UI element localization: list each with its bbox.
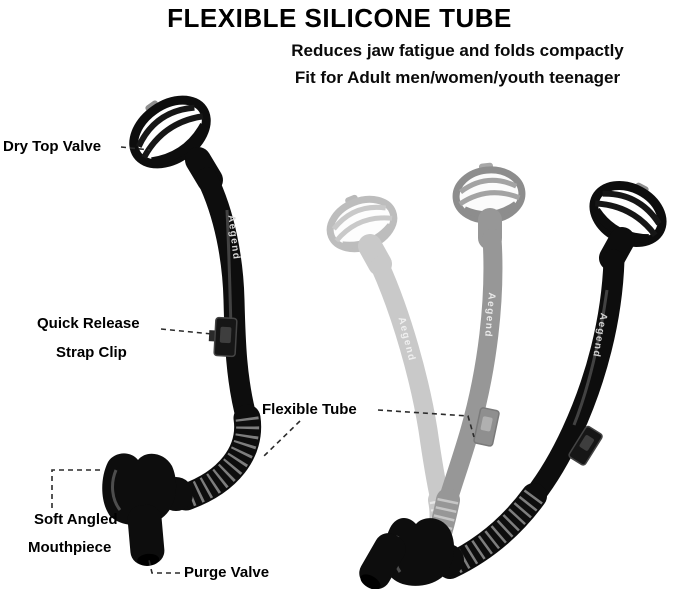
label-dry-top-valve: Dry Top Valve (3, 138, 102, 155)
purge-valve (127, 504, 165, 566)
connector-dry-top-valve (120, 146, 151, 151)
soft-angled-mouthpiece (102, 453, 177, 526)
connector-flexible-tube-left (263, 420, 301, 457)
subtitle-line-1: Reduces jaw fatigue and folds compactly (291, 41, 624, 60)
label-strap-clip: Strap Clip (56, 344, 127, 361)
callout-connectors (51, 146, 475, 574)
connector-quick-release (160, 328, 213, 335)
label-purge-valve: Purge Valve (184, 564, 270, 581)
label-soft-angled: Soft Angled (34, 511, 118, 528)
ghost-snorkel-medium: Aegend (422, 162, 526, 562)
ghost-strap-clip (473, 407, 500, 447)
subtitle: Reduces jaw fatigue and folds compactly … (245, 37, 670, 91)
left-snorkel: Aegend (102, 95, 262, 566)
label-quick-release: Quick Release (37, 315, 140, 332)
right-purge-valve (359, 533, 406, 589)
connector-flexible-tube-right (377, 409, 475, 438)
quick-release-strap-clip (208, 316, 238, 358)
silicone-tube (196, 167, 258, 431)
subtitle-line-2: Fit for Adult men/women/youth teenager (294, 68, 621, 87)
connector-mouthpiece (51, 469, 100, 508)
page-title: FLEXIBLE SILICONE TUBE (167, 3, 512, 33)
right-strap-clip (568, 425, 603, 466)
brand-logo-ghost2: Aegend (482, 292, 497, 338)
label-flexible-tube: Flexible Tube (262, 401, 357, 418)
right-mouthpiece (384, 518, 455, 586)
connector-purge-valve (148, 559, 180, 574)
ghost-snorkel-light: Aegend (326, 194, 454, 560)
label-mouthpiece: Mouthpiece (28, 539, 112, 556)
right-snorkel: Aegend (359, 180, 667, 589)
